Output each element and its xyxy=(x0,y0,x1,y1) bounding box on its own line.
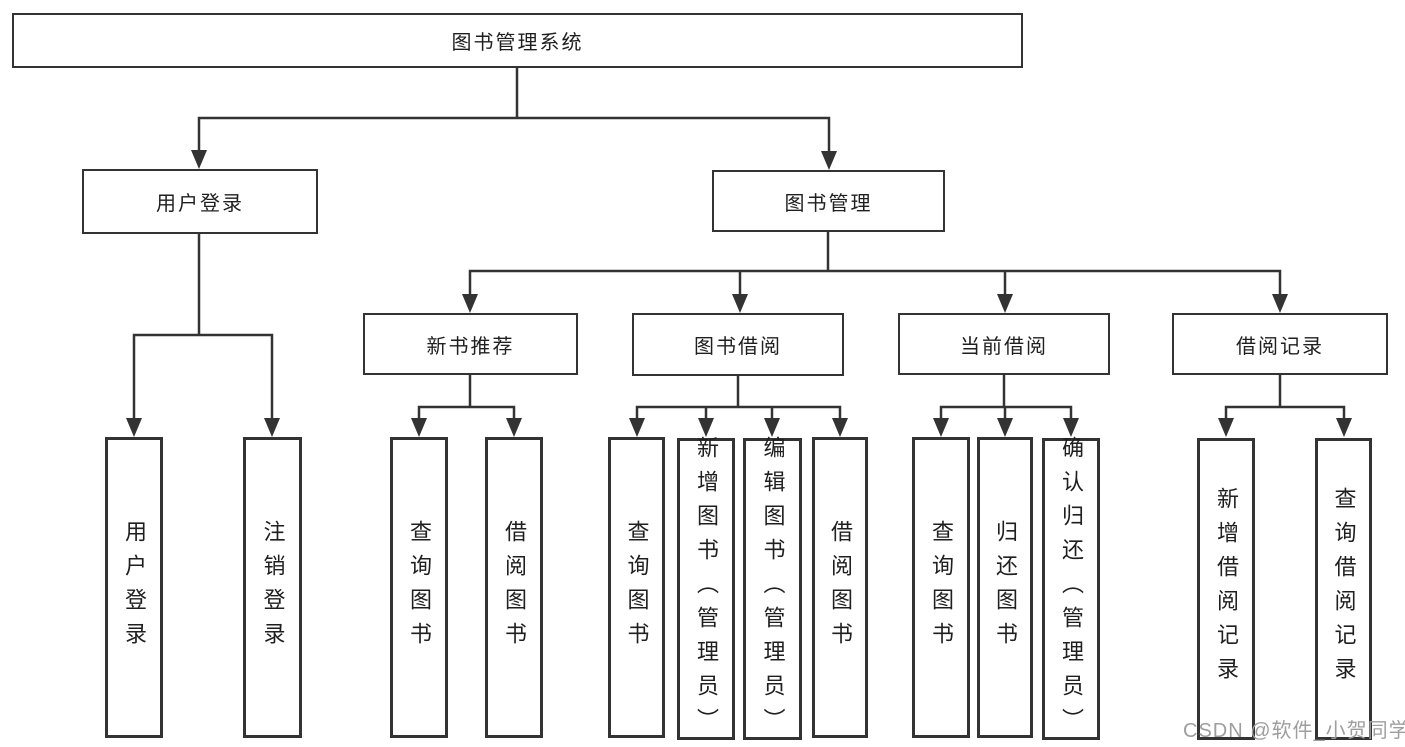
leaf-query-books-borrow: 查询图书 xyxy=(608,437,665,738)
leaf-label: 查询图书 xyxy=(929,519,954,656)
leaf-label: 借阅图书 xyxy=(502,519,527,656)
leaf-label: 归还图书 xyxy=(993,519,1018,656)
leaf-edit-books-admin: 编辑图书（管理员） xyxy=(743,436,802,742)
leaf-return-books: 归还图书 xyxy=(977,437,1033,738)
leaf-label: 借阅图书 xyxy=(828,519,853,656)
leaf-label: 查询借阅记录 xyxy=(1331,487,1357,691)
leaf-query-borrow-record: 查询借阅记录 xyxy=(1315,438,1372,740)
leaf-label: 编辑图书（管理员） xyxy=(760,436,786,742)
leaf-query-books-current: 查询图书 xyxy=(912,437,970,738)
leaf-query-books-recommend: 查询图书 xyxy=(390,437,448,738)
node-new-book-recommendation: 新书推荐 xyxy=(363,313,578,375)
leaf-label: 查询图书 xyxy=(407,519,432,656)
leaf-label: 用户登录 xyxy=(122,519,147,656)
node-borrowing-records: 借阅记录 xyxy=(1172,313,1388,375)
leaf-label: 新增图书（管理员） xyxy=(694,436,719,742)
leaf-label: 新增借阅记录 xyxy=(1214,487,1239,691)
leaf-user-login: 用户登录 xyxy=(105,437,163,738)
leaf-add-borrow-record: 新增借阅记录 xyxy=(1197,438,1255,740)
node-library-management-system: 图书管理系统 xyxy=(12,13,1023,68)
leaf-label: 查询图书 xyxy=(624,519,650,656)
leaf-borrow-books-recommend: 借阅图书 xyxy=(485,437,543,738)
leaf-add-books-admin: 新增图书（管理员） xyxy=(677,436,735,742)
leaf-logout: 注销登录 xyxy=(243,437,302,738)
node-book-management: 图书管理 xyxy=(712,170,945,232)
watermark: CSDN @软件_小贺同学 xyxy=(1183,720,1405,742)
node-user-login: 用户登录 xyxy=(82,169,318,234)
node-current-borrowing: 当前借阅 xyxy=(898,313,1110,375)
node-book-borrowing: 图书借阅 xyxy=(632,313,844,376)
leaf-confirm-return-admin: 确认归还（管理员） xyxy=(1042,436,1100,742)
leaf-label: 注销登录 xyxy=(260,519,286,656)
leaf-label: 确认归还（管理员） xyxy=(1059,436,1084,742)
leaf-borrow-books: 借阅图书 xyxy=(812,437,868,738)
